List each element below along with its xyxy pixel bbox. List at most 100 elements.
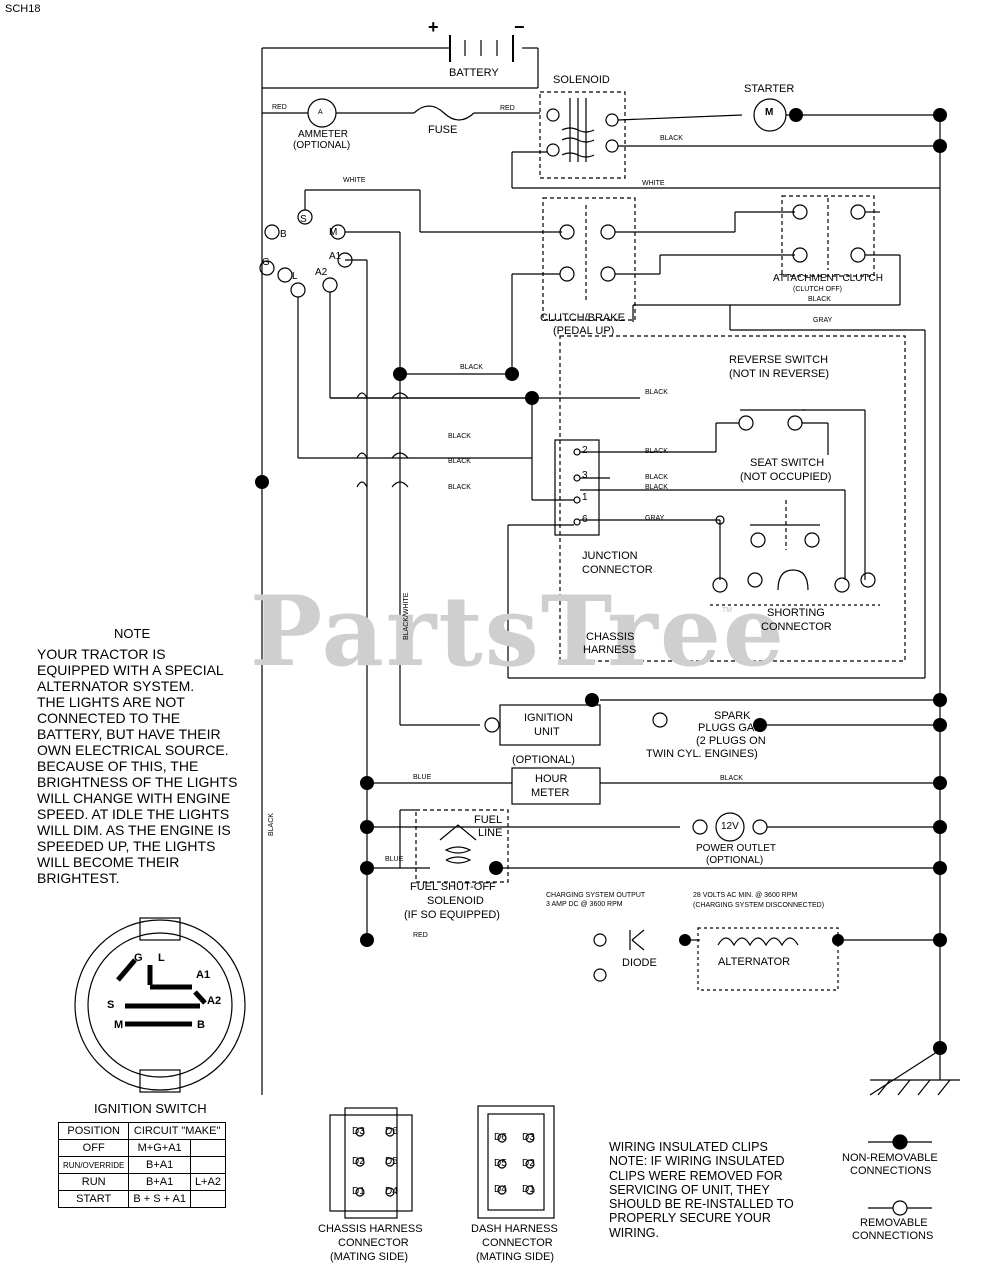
face-M: M bbox=[114, 1019, 124, 1031]
chassis-harness-label: CHASSIS bbox=[586, 631, 635, 643]
wire-red-bottom: RED bbox=[413, 932, 428, 939]
power-outlet bbox=[715, 812, 745, 842]
fuel-solenoid-label-2: SOLENOID bbox=[427, 895, 484, 907]
table-header-position: POSITION bbox=[57, 1122, 130, 1140]
junction-pin-3: 3 bbox=[582, 470, 588, 481]
alternator-coil bbox=[717, 937, 799, 947]
fuse-symbol bbox=[413, 105, 475, 121]
face-L: L bbox=[158, 952, 165, 964]
wire-gray-top: GRAY bbox=[813, 317, 833, 324]
charging-line-1: CHARGING SYSTEM OUTPUT bbox=[546, 892, 646, 899]
solenoid-label: SOLENOID bbox=[553, 74, 610, 86]
note-title: NOTE bbox=[114, 626, 151, 641]
ac-volts-line-2: (CHARGING SYSTEM DISCONNECTED) bbox=[693, 902, 825, 909]
table-header-circuit: CIRCUIT "MAKE" bbox=[128, 1122, 226, 1140]
battery-plus: + bbox=[428, 17, 439, 37]
non-removable-legend-dot bbox=[892, 1134, 908, 1150]
chassis-pin-d3: D3 bbox=[352, 1126, 365, 1137]
watermark-tm: TM bbox=[722, 607, 733, 614]
fuel-line-label-2: LINE bbox=[478, 827, 503, 839]
spark-line-2: PLUGS GAP bbox=[698, 722, 762, 734]
battery-minus: − bbox=[514, 17, 525, 37]
junction-connector bbox=[554, 439, 600, 536]
junction-pin-6: 6 bbox=[582, 514, 588, 525]
junction-label: JUNCTION bbox=[582, 550, 638, 562]
term-A1: A1 bbox=[329, 251, 342, 262]
starter-symbol-label: M bbox=[765, 107, 774, 118]
clutch-brake-sub: (PEDAL UP) bbox=[553, 325, 615, 337]
wire-blue-1: BLUE bbox=[413, 774, 432, 781]
term-A2: A2 bbox=[315, 267, 328, 278]
ignition-unit bbox=[499, 704, 601, 746]
page-id: SCH18 bbox=[5, 3, 41, 15]
term-G: G bbox=[262, 257, 270, 268]
wire-black-5: BLACK bbox=[448, 458, 471, 465]
ignition-switch-face bbox=[74, 917, 246, 1093]
face-S: S bbox=[107, 999, 115, 1011]
legend-non-removable-2: CONNECTIONS bbox=[850, 1165, 932, 1177]
starter-label: STARTER bbox=[744, 83, 795, 95]
face-B: B bbox=[197, 1019, 205, 1031]
term-M: M bbox=[329, 227, 338, 238]
spark-line-1: SPARK bbox=[714, 710, 751, 722]
wire-black-8: BLACK bbox=[448, 484, 471, 491]
ignition-unit-label-2: UNIT bbox=[534, 726, 560, 738]
charging-line-2: 3 AMP DC @ 3600 RPM bbox=[546, 901, 623, 908]
reverse-switch-label: REVERSE SWITCH bbox=[729, 354, 829, 366]
solenoid-box bbox=[539, 91, 626, 179]
junction-label-2: CONNECTOR bbox=[582, 564, 653, 576]
chassis-pin-d5: D5 bbox=[385, 1156, 398, 1167]
clutch-brake-label: CLUTCH/BRAKE bbox=[540, 312, 625, 324]
removable-legend-dot bbox=[892, 1200, 908, 1216]
fuel-solenoid-label-3: (IF SO EQUIPPED) bbox=[404, 909, 500, 921]
chassis-connector-label-2: CONNECTOR bbox=[338, 1237, 409, 1249]
shorting-connector bbox=[777, 569, 809, 591]
wire-gray-junction: GRAY bbox=[645, 515, 665, 522]
wire-black-7: BLACK bbox=[645, 484, 668, 491]
ignition-unit-label: IGNITION bbox=[524, 712, 573, 724]
chassis-harness-connector-shape bbox=[329, 1107, 413, 1219]
wire-white-mid: WHITE bbox=[642, 180, 665, 187]
legend-removable-2: CONNECTIONS bbox=[852, 1230, 934, 1242]
fuel-shutoff-solenoid bbox=[415, 809, 509, 883]
wire-red-2: RED bbox=[500, 105, 515, 112]
dash-pin-d5: D5 bbox=[494, 1158, 507, 1169]
dash-connector-label-2: CONNECTOR bbox=[482, 1237, 553, 1249]
attachment-clutch-sub: (CLUTCH OFF) bbox=[793, 286, 842, 293]
fuse-label: FUSE bbox=[428, 124, 458, 136]
fuel-line-label: FUEL bbox=[474, 814, 503, 826]
dash-connector-label: DASH HARNESS bbox=[471, 1223, 558, 1235]
chassis-pin-d4: D4 bbox=[385, 1186, 398, 1197]
hour-meter-label: HOUR bbox=[535, 773, 568, 785]
hour-meter bbox=[511, 767, 601, 805]
legend-non-removable: NON-REMOVABLE bbox=[842, 1152, 938, 1164]
reverse-switch-sub: (NOT IN REVERSE) bbox=[729, 368, 830, 380]
wire-black-3: BLACK bbox=[448, 433, 471, 440]
junction-dots bbox=[255, 108, 947, 1055]
wire-black-1: BLACK bbox=[460, 364, 483, 371]
dash-pin-d6: D6 bbox=[494, 1132, 507, 1143]
term-S: S bbox=[300, 214, 307, 225]
wire-black-solenoid: BLACK bbox=[660, 135, 683, 142]
chassis-pin-d2: D2 bbox=[352, 1156, 365, 1167]
ground-symbol bbox=[869, 1049, 960, 1096]
alternator-label: ALTERNATOR bbox=[718, 956, 791, 968]
power-outlet-label: POWER OUTLET bbox=[696, 843, 777, 854]
wire-black-4: BLACK bbox=[645, 448, 668, 455]
face-A1: A1 bbox=[196, 969, 211, 981]
wire-white-top: WHITE bbox=[343, 177, 366, 184]
hour-meter-optional: (OPTIONAL) bbox=[512, 754, 575, 766]
face-A2: A2 bbox=[207, 995, 222, 1007]
spark-line-4: TWIN CYL. ENGINES) bbox=[646, 748, 758, 760]
attachment-clutch-switch bbox=[781, 195, 875, 277]
chassis-connector-label-3: (MATING SIDE) bbox=[330, 1251, 409, 1263]
fuel-solenoid-label: FUEL SHUT-OFF bbox=[410, 881, 496, 893]
dash-connector-label-3: (MATING SIDE) bbox=[476, 1251, 555, 1263]
ignition-switch-title: IGNITION SWITCH bbox=[94, 1101, 207, 1116]
legend-removable: REMOVABLE bbox=[860, 1217, 928, 1229]
